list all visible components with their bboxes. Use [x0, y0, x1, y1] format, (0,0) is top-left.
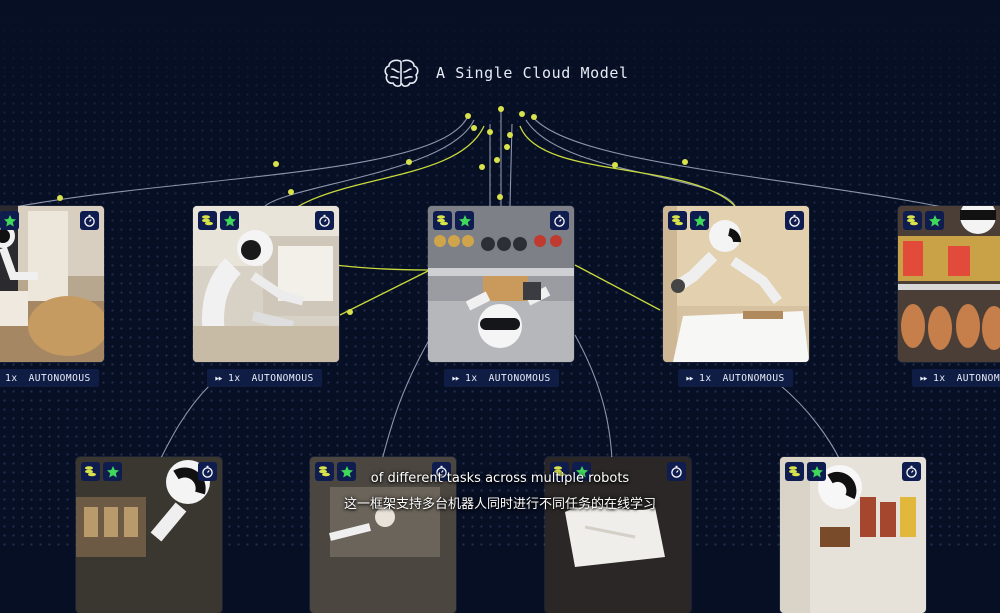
stopwatch-icon[interactable] — [785, 211, 804, 230]
wire-node — [682, 159, 688, 165]
wire-node — [531, 114, 537, 120]
coin-stack-icon — [903, 211, 922, 230]
wire-node — [273, 161, 279, 167]
wire-to-bottom-0 — [160, 385, 210, 460]
stopwatch-icon[interactable] — [315, 211, 334, 230]
active-wire-mid — [575, 265, 660, 310]
wire-node — [288, 189, 294, 195]
wire-node — [465, 113, 471, 119]
wire-to-bottom-3 — [780, 385, 840, 460]
cloud-model-header: A Single Cloud Model — [382, 56, 629, 90]
wire-node — [519, 111, 525, 117]
header-title: A Single Cloud Model — [436, 64, 629, 82]
wire-to-card-1 — [0, 116, 468, 210]
wire-to-bottom-2 — [575, 335, 612, 460]
wire-node — [347, 309, 353, 315]
fast-forward-icon: ⏩︎ — [686, 373, 694, 384]
subtitle-english: of different tasks across multiple robot… — [0, 471, 1000, 486]
active-wire-right — [520, 126, 735, 206]
star-badge-icon — [455, 211, 474, 230]
status-pill-1: ⏩︎ 1x AUTONOMOUS — [0, 369, 99, 387]
wire-to-card-4 — [526, 120, 735, 206]
robot-card-3[interactable] — [428, 206, 574, 362]
wire-node — [487, 129, 493, 135]
robot-card-4[interactable] — [663, 206, 809, 362]
stopwatch-icon[interactable] — [80, 211, 99, 230]
status-pill-4: ⏩︎ 1x AUTONOMOUS — [678, 369, 793, 387]
fast-forward-icon: ⏩︎ — [452, 373, 460, 384]
wire-node — [507, 132, 513, 138]
subtitle-chinese: 这一框架支持多台机器人同时进行不同任务的在线学习 — [0, 493, 1000, 512]
wire-node — [497, 194, 503, 200]
wire-node — [612, 162, 618, 168]
wire-to-card-2 — [265, 120, 474, 206]
coin-stack-icon — [433, 211, 452, 230]
star-badge-icon — [0, 211, 19, 230]
star-badge-icon — [690, 211, 709, 230]
status-pill-5: ⏩︎ 1x AUTONOMOUS — [912, 369, 1000, 387]
wire-node — [504, 144, 510, 150]
wire-node — [479, 164, 485, 170]
robot-card-5[interactable] — [898, 206, 1000, 362]
status-pill-2: ⏩︎ 1x AUTONOMOUS — [207, 369, 322, 387]
wire-node — [406, 159, 412, 165]
stopwatch-icon[interactable] — [550, 211, 569, 230]
wire-node — [494, 157, 500, 163]
fast-forward-icon: ⏩︎ — [920, 373, 928, 384]
coin-stack-icon — [198, 211, 217, 230]
fast-forward-icon: ⏩︎ — [215, 373, 223, 384]
wire-node — [57, 195, 63, 201]
wire-node — [471, 125, 477, 131]
star-badge-icon — [925, 211, 944, 230]
coin-stack-icon — [668, 211, 687, 230]
status-pill-3: ⏩︎ 1x AUTONOMOUS — [444, 369, 559, 387]
brain-icon — [382, 57, 422, 89]
star-badge-icon — [220, 211, 239, 230]
wire-to-bottom-1 — [382, 335, 432, 460]
robot-card-2[interactable] — [193, 206, 339, 362]
wire-node — [498, 106, 504, 112]
wire-to-card-5 — [532, 116, 1000, 220]
robot-card-1[interactable] — [0, 206, 104, 362]
